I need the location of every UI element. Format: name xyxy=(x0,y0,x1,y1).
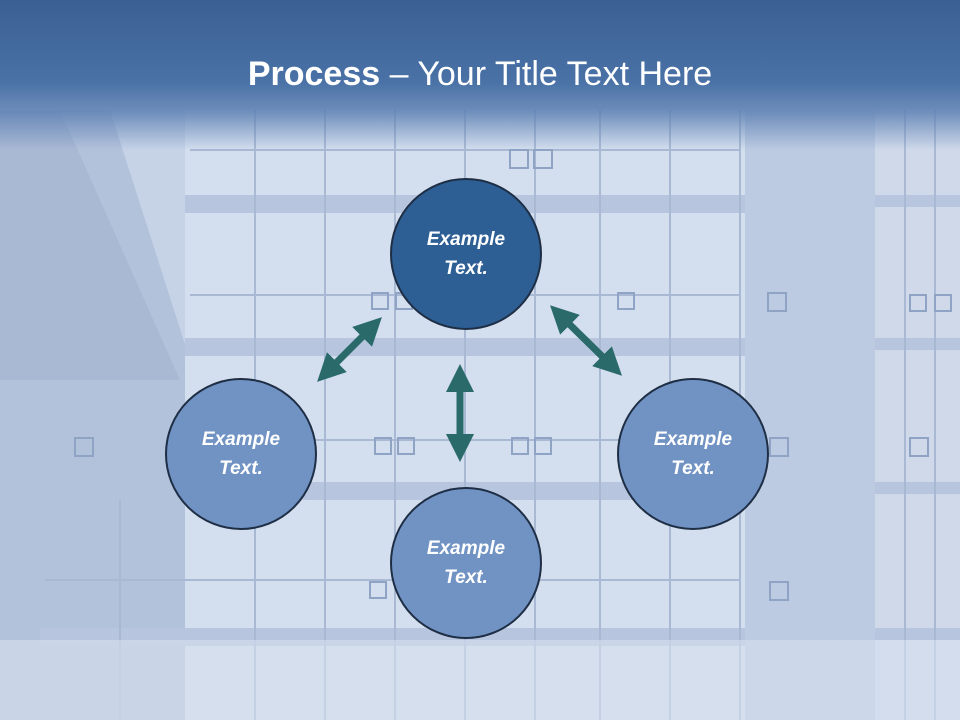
node-top: Example Text. xyxy=(390,178,542,330)
slide-title: Process – Your Title Text Here xyxy=(0,52,960,96)
node-bottom-text: Example Text. xyxy=(426,538,506,588)
title-rest: – Your Title Text Here xyxy=(380,55,713,93)
title-bold: Process xyxy=(247,55,381,93)
title-band xyxy=(0,0,960,150)
node-top-text: Example Text. xyxy=(426,229,506,279)
node-right: Example Text. xyxy=(617,378,769,530)
node-left-text: Example Text. xyxy=(201,429,281,479)
node-right-text: Example Text. xyxy=(653,429,733,479)
node-left: Example Text. xyxy=(165,378,317,530)
node-bottom: Example Text. xyxy=(390,487,542,639)
